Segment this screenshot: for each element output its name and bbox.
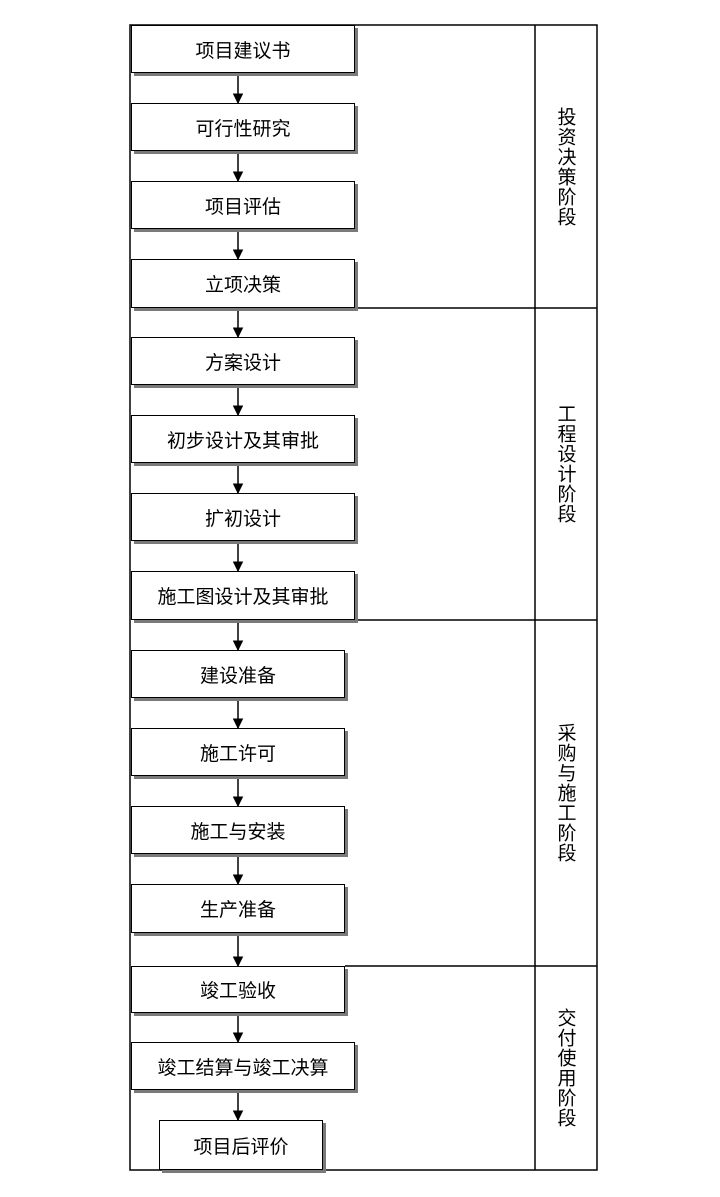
step-box: 生产准备 xyxy=(131,884,345,933)
step-label: 施工与安装 xyxy=(190,820,286,843)
step-box: 项目建议书 xyxy=(131,25,355,73)
step-label: 竣工结算与竣工决算 xyxy=(157,1056,329,1079)
step-label: 方案设计 xyxy=(204,351,281,374)
step-box: 竣工验收 xyxy=(131,966,345,1013)
step-label: 施工图设计及其审批 xyxy=(157,586,329,608)
step-box: 施工与安装 xyxy=(131,806,345,854)
step-box: 项目后评价 xyxy=(159,1120,323,1170)
step-label: 可行性研究 xyxy=(195,117,291,140)
phase-label-construction: 采购与施工阶段 xyxy=(535,620,597,966)
step-box: 项目评估 xyxy=(131,181,355,229)
phase-label-design: 工程设计阶段 xyxy=(535,308,597,620)
step-box: 建设准备 xyxy=(131,650,345,698)
phase-label-delivery: 交付使用阶段 xyxy=(535,966,597,1170)
step-label: 项目建议书 xyxy=(195,39,291,62)
step-label: 竣工验收 xyxy=(199,980,276,1002)
phase-label-investment: 投资决策阶段 xyxy=(535,25,597,308)
step-box: 方案设计 xyxy=(131,337,355,385)
step-label: 初步设计及其审批 xyxy=(166,429,319,452)
phase-label-text: 工程设计阶段 xyxy=(554,404,577,524)
phase-label-text: 交付使用阶段 xyxy=(554,1008,577,1128)
step-box: 竣工结算与竣工决算 xyxy=(131,1042,355,1090)
step-label: 项目后评价 xyxy=(193,1135,289,1158)
step-label: 项目评估 xyxy=(204,195,281,218)
step-box: 立项决策 xyxy=(131,259,355,308)
step-label: 立项决策 xyxy=(204,274,281,296)
step-label: 生产准备 xyxy=(199,899,276,921)
step-box: 施工许可 xyxy=(131,728,345,776)
step-label: 施工许可 xyxy=(199,742,276,765)
step-box: 扩初设计 xyxy=(131,493,355,541)
phase-label-text: 投资决策阶段 xyxy=(554,106,577,227)
step-label: 建设准备 xyxy=(199,664,276,687)
diagram-frame xyxy=(129,24,598,1171)
step-box: 初步设计及其审批 xyxy=(131,415,355,463)
step-box: 施工图设计及其审批 xyxy=(131,571,355,620)
step-label: 扩初设计 xyxy=(204,507,281,530)
phase-label-text: 采购与施工阶段 xyxy=(554,723,577,863)
step-box: 可行性研究 xyxy=(131,103,355,151)
